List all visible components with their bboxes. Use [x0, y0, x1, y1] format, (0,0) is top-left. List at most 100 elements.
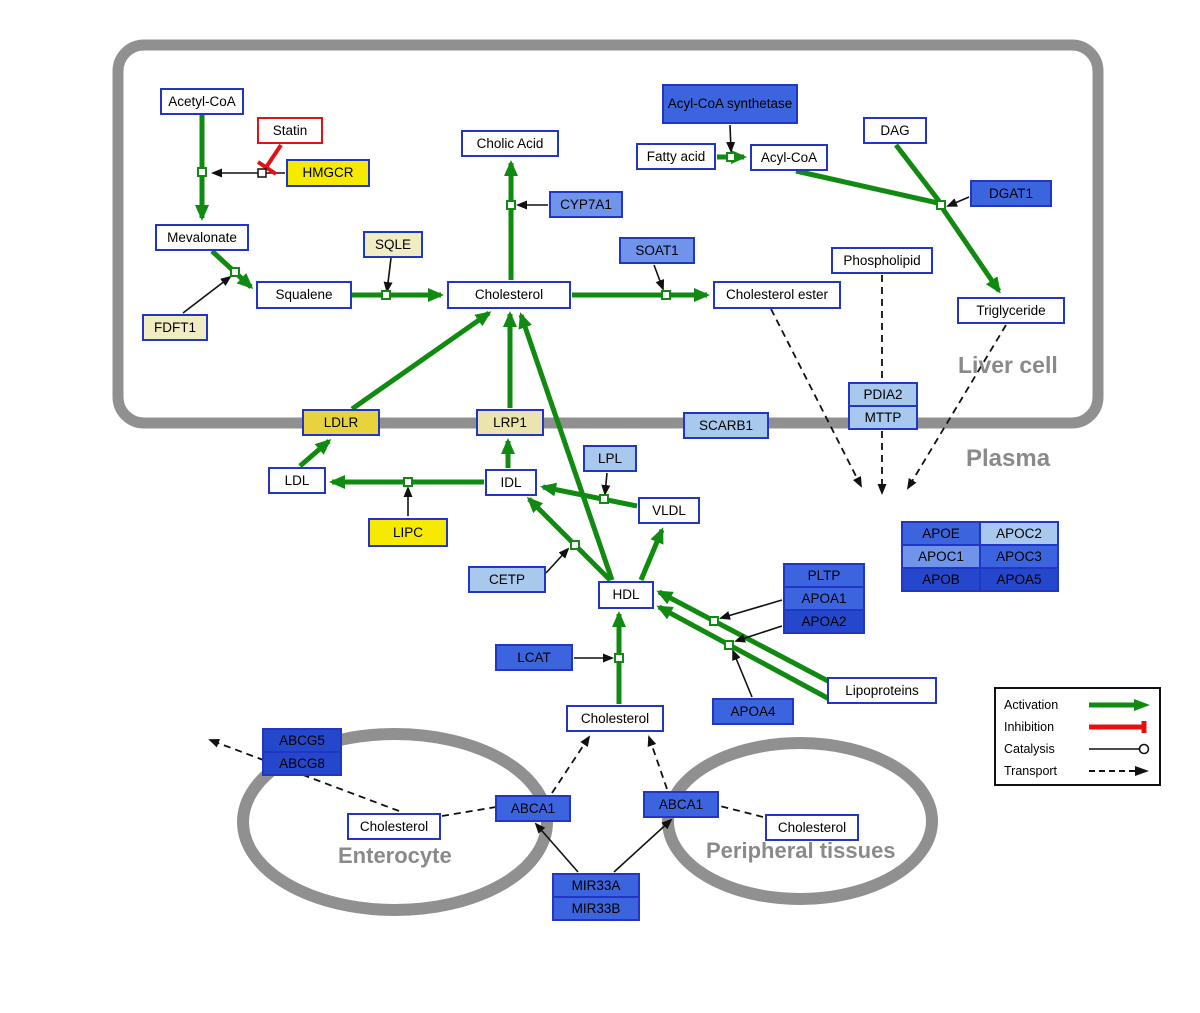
cat-apoa4 [732, 649, 753, 698]
node-ldl[interactable]: LDL [268, 467, 326, 494]
legend-inhibition-label: Inhibition [1004, 720, 1055, 734]
node-sqle[interactable]: SQLE [363, 231, 423, 258]
cat-fdft1 [182, 275, 232, 314]
transport-glyph-icon [1089, 766, 1149, 776]
node-apoa1[interactable]: APOA1 [783, 586, 865, 611]
cat-sqle [383, 257, 393, 293]
legend-transport-label: Transport [1004, 764, 1058, 778]
node-cholesterol-enterocyte[interactable]: Cholesterol [347, 813, 441, 840]
node-cetp[interactable]: CETP [468, 566, 546, 593]
node-soat1[interactable]: SOAT1 [619, 237, 695, 264]
edge-mir33-abca1-left [534, 822, 579, 873]
node-apoc2[interactable]: APOC2 [979, 521, 1059, 546]
legend-catalysis-row: Catalysis [1004, 738, 1151, 760]
enterocyte-membrane [237, 728, 553, 916]
node-mttp[interactable]: MTTP [848, 405, 918, 430]
legend-activation-label: Activation [1004, 698, 1059, 712]
cat-apoa1 [719, 599, 783, 620]
legend-transport-row: Transport [1004, 760, 1151, 782]
inhibit-statin-line [265, 143, 283, 168]
cat-dgat1 [946, 196, 970, 207]
catalysis-glyph-icon [1089, 743, 1150, 755]
liver-cell-label: Liver cell [958, 352, 1058, 378]
node-abcg8[interactable]: ABCG8 [262, 751, 342, 776]
node-pdia2[interactable]: PDIA2 [848, 382, 918, 407]
node-apoa2[interactable]: APOA2 [783, 609, 865, 634]
legend: Activation Inhibition Catalysis Transpor… [994, 687, 1161, 786]
edge-dgat-junction-triglyceride [940, 207, 1002, 294]
activation-glyph-icon [1089, 699, 1150, 711]
node-lipoproteins[interactable]: Lipoproteins [827, 677, 937, 704]
enterocyte-label: Enterocyte [338, 843, 452, 868]
node-cholesterol-ester[interactable]: Cholesterol ester [713, 281, 841, 309]
node-cholesterol-liver[interactable]: Cholesterol [447, 281, 571, 309]
node-mir33b[interactable]: MIR33B [552, 896, 640, 921]
node-statin[interactable]: Statin [257, 117, 323, 144]
legend-activation-row: Activation [1004, 694, 1151, 716]
node-pltp[interactable]: PLTP [783, 563, 865, 588]
node-acyl-coa-synthetase[interactable]: Acyl-CoA synthetase [662, 84, 798, 124]
node-triglyceride[interactable]: Triglyceride [957, 297, 1065, 324]
node-scarb1[interactable]: SCARB1 [683, 412, 769, 439]
peripheral-tissues-label: Peripheral tissues [706, 838, 896, 863]
node-lrp1[interactable]: LRP1 [476, 409, 544, 436]
edge-dag-dgat-junction [894, 143, 941, 203]
node-lpl[interactable]: LPL [583, 445, 637, 472]
node-abcg5[interactable]: ABCG5 [262, 728, 342, 753]
node-fatty-acid[interactable]: Fatty acid [636, 143, 716, 170]
membranes [112, 39, 1104, 916]
node-dgat1[interactable]: DGAT1 [970, 180, 1052, 207]
edge-hdl-cholesterol [518, 312, 615, 581]
node-cholesterol-central[interactable]: Cholesterol [566, 705, 664, 732]
legend-catalysis-label: Catalysis [1004, 742, 1055, 756]
cat-apoa2 [734, 625, 783, 643]
edge-lipoproteins-hdl-2 [656, 604, 835, 704]
node-ldlr[interactable]: LDLR [302, 409, 380, 436]
liver-cell-membrane [112, 39, 1104, 429]
node-cyp7a1[interactable]: CYP7A1 [549, 191, 623, 218]
node-hmgcr[interactable]: HMGCR [286, 159, 370, 187]
node-cholesterol-peripheral[interactable]: Cholesterol [765, 814, 859, 841]
node-apoc1[interactable]: APOC1 [901, 544, 981, 569]
node-hdl[interactable]: HDL [598, 581, 654, 609]
inhibition-glyph-icon [1089, 721, 1147, 733]
node-idl[interactable]: IDL [485, 469, 537, 496]
transport-cholesterylester [770, 308, 862, 488]
node-apoa4[interactable]: APOA4 [712, 698, 794, 725]
catalysis-edges [182, 124, 970, 873]
edge-hdl-vldl [638, 527, 665, 581]
inhibition-edge [256, 143, 283, 176]
node-cholic-acid[interactable]: Cholic Acid [461, 130, 559, 157]
transport-abca1-cholesterol-right [647, 735, 668, 790]
transport-peripheral-abca1 [719, 805, 764, 818]
junction-nodes [197, 152, 946, 663]
node-acyl-coa[interactable]: Acyl-CoA [750, 144, 828, 171]
transport-abca1-cholesterol-left [551, 735, 591, 794]
legend-inhibition-row: Inhibition [1004, 716, 1151, 738]
node-fdft1[interactable]: FDFT1 [142, 314, 208, 341]
node-apob[interactable]: APOB [901, 567, 981, 592]
cat-cetp [545, 547, 570, 574]
node-lipc[interactable]: LIPC [368, 518, 448, 547]
plasma-label: Plasma [966, 445, 1051, 472]
transport-enterocyte-abca1 [441, 806, 497, 817]
node-abca1-right[interactable]: ABCA1 [643, 791, 719, 818]
node-lcat[interactable]: LCAT [495, 644, 573, 671]
node-squalene[interactable]: Squalene [256, 281, 352, 309]
node-apoa5[interactable]: APOA5 [979, 567, 1059, 592]
node-apoc3[interactable]: APOC3 [979, 544, 1059, 569]
edge-ldl-ldlr [298, 439, 332, 468]
node-phospholipid[interactable]: Phospholipid [831, 247, 933, 274]
node-mevalonate[interactable]: Mevalonate [155, 224, 249, 251]
inhibit-statin-bar [256, 160, 278, 176]
cat-soat1 [653, 264, 665, 291]
cat-acylcoa-synthetase [726, 124, 736, 153]
node-abca1-left[interactable]: ABCA1 [495, 795, 571, 822]
node-vldl[interactable]: VLDL [638, 497, 700, 524]
node-acetyl-coa[interactable]: Acetyl-CoA [160, 88, 244, 115]
node-apoe[interactable]: APOE [901, 521, 981, 546]
node-dag[interactable]: DAG [863, 117, 927, 144]
node-mir33a[interactable]: MIR33A [552, 873, 640, 898]
